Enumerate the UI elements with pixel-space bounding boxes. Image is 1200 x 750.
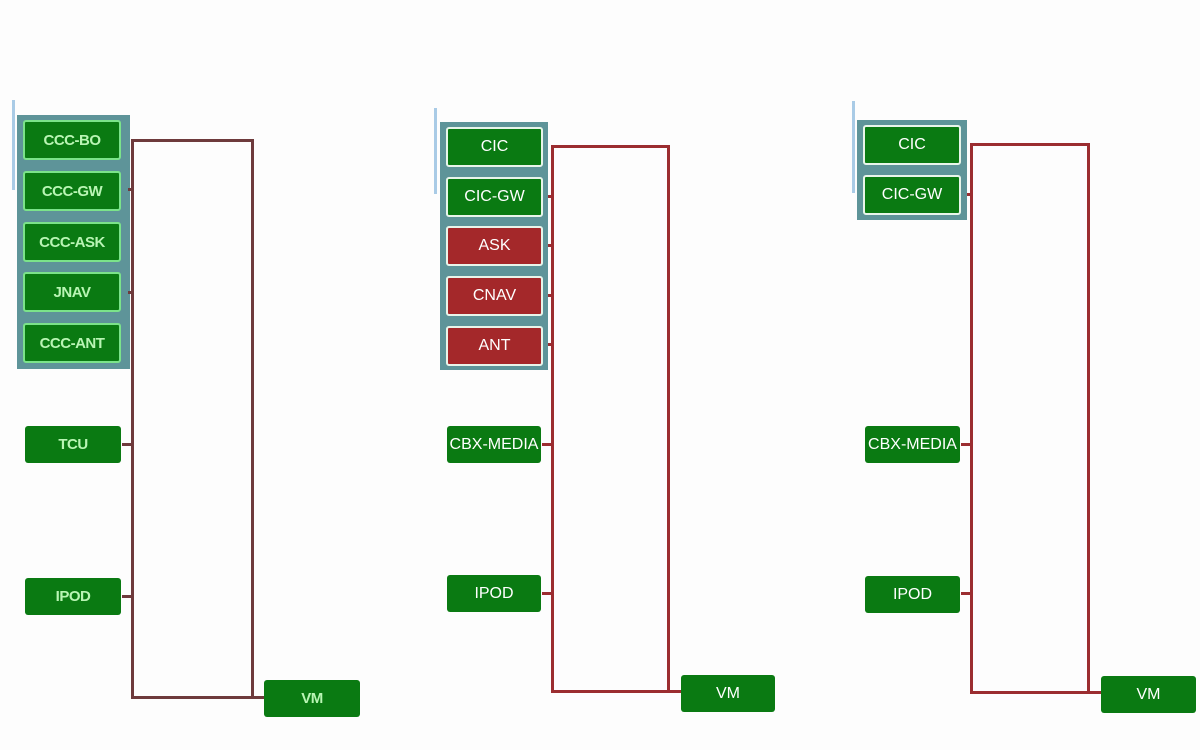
node-vm[interactable]: VM: [681, 675, 775, 712]
bus-line-right: [251, 139, 254, 699]
node-tcu[interactable]: TCU: [25, 426, 121, 463]
node-cbx-media[interactable]: CBX-MEDIA: [865, 426, 960, 463]
node-ccc-ask[interactable]: CCC-ASK: [23, 222, 121, 262]
node-ccc-ant[interactable]: CCC-ANT: [23, 323, 121, 363]
group-accent-line: [12, 100, 15, 190]
node-vm[interactable]: VM: [1101, 676, 1196, 713]
group-accent-line: [852, 101, 855, 193]
bus-line-top: [131, 139, 254, 142]
bus-line-top: [551, 145, 670, 148]
connector-ccc-gw: [128, 188, 133, 191]
connector-jnav: [128, 291, 133, 294]
connector-ipod: [542, 592, 552, 595]
connector-cnav: [548, 294, 552, 297]
connector-ipod: [122, 595, 132, 598]
network-panel-1: CCC-BO CCC-GW CCC-ASK JNAV CCC-ANT TCU I…: [0, 0, 400, 750]
node-jnav[interactable]: JNAV: [23, 272, 121, 312]
connector-cic-gw: [548, 195, 552, 198]
connector-ant: [548, 343, 552, 346]
connector-cic-gw: [967, 193, 971, 196]
node-cic-gw[interactable]: CIC-GW: [446, 177, 543, 217]
connector-tcu: [122, 443, 132, 446]
bus-line-left: [131, 139, 134, 699]
node-ant[interactable]: ANT: [446, 326, 543, 366]
node-ccc-bo[interactable]: CCC-BO: [23, 120, 121, 160]
bus-line-bottom: [970, 691, 1101, 694]
node-cic-gw[interactable]: CIC-GW: [863, 175, 961, 215]
node-ipod[interactable]: IPOD: [25, 578, 121, 615]
bus-line-bottom: [551, 690, 681, 693]
node-cic[interactable]: CIC: [863, 125, 961, 165]
node-ask[interactable]: ASK: [446, 226, 543, 266]
bus-line-left: [551, 145, 554, 693]
bus-line-bottom: [131, 696, 264, 699]
node-cnav[interactable]: CNAV: [446, 276, 543, 316]
node-ipod[interactable]: IPOD: [865, 576, 960, 613]
connector-ipod: [961, 592, 971, 595]
group-accent-line: [434, 108, 437, 194]
node-ipod[interactable]: IPOD: [447, 575, 541, 612]
bus-line-right: [667, 145, 670, 693]
connector-ask: [548, 244, 552, 247]
connector-cbx-media: [542, 443, 552, 446]
node-cbx-media[interactable]: CBX-MEDIA: [447, 426, 541, 463]
bus-line-right: [1087, 143, 1090, 694]
node-cic[interactable]: CIC: [446, 127, 543, 167]
network-panel-2: CIC CIC-GW ASK CNAV ANT CBX-MEDIA IPOD V…: [434, 108, 775, 712]
connector-cbx-media: [961, 443, 971, 446]
node-ccc-gw[interactable]: CCC-GW: [23, 171, 121, 211]
bus-line-top: [970, 143, 1090, 146]
bus-line-left: [970, 143, 973, 694]
node-vm[interactable]: VM: [264, 680, 360, 717]
